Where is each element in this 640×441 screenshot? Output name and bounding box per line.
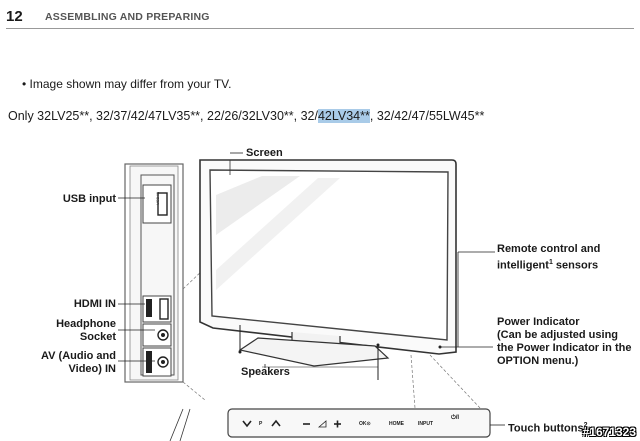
program-label: P [259, 421, 263, 427]
channel-up-icon [271, 419, 281, 427]
remote-sensor-footnote: 1 [548, 259, 553, 266]
header-divider [6, 28, 634, 29]
headphone-label-line-2: Socket [79, 331, 116, 343]
headphone-label-line-1: Headphone [56, 318, 116, 330]
power-button[interactable]: ⏻/I [451, 415, 460, 421]
model-list: Only 32LV25**, 32/37/42/47LV35**, 22/26/… [8, 109, 484, 123]
screen-label: Screen [246, 147, 283, 159]
volume-icon [317, 420, 327, 428]
model-list-part-1: Only 32LV25**, 32/37/42/47LV35**, 22/26/… [8, 109, 318, 123]
side-panel-frame [124, 163, 184, 383]
ok-button[interactable]: OK⊙ [359, 421, 371, 427]
usb-port-text: USB IN [155, 192, 160, 205]
remote-sensor-intelligent: intelligent [497, 259, 549, 272]
power-indicator-label-line-2: (Can be adjusted using [497, 329, 619, 341]
touch-button-panel [227, 408, 491, 438]
hdmi-in-label: HDMI IN [73, 298, 116, 310]
tv-stand-base [238, 337, 390, 367]
speakers-label: Speakers [241, 366, 290, 378]
tv-screen [209, 169, 449, 341]
remote-sensor-label-line-2: intelligent1 sensors [497, 256, 598, 273]
touch-buttons-label: Touch buttons2 [508, 419, 587, 436]
model-list-part-2: , 32/42/47/55LW45** [369, 109, 485, 123]
section-title: ASSEMBLING AND PREPARING [45, 11, 210, 23]
page-number: 12 [6, 8, 23, 25]
hdmi-port-icon [159, 298, 169, 320]
av-port-label-block [146, 351, 152, 373]
remote-sensor-sensors: sensors [552, 259, 599, 272]
av-label-line-2: Video) IN [68, 363, 116, 375]
channel-down-icon [242, 420, 252, 428]
power-indicator-label-line-4: OPTION menu.) [497, 355, 579, 367]
power-indicator-label-line-3: the Power Indicator in the [497, 342, 632, 354]
hdmi-port-label-block [146, 299, 152, 317]
usb-port-icon [157, 192, 168, 216]
touch-buttons-text: Touch buttons [508, 422, 584, 435]
usb-input-label: USB input [62, 193, 116, 205]
bullet-note: • Image shown may differ from your TV. [22, 77, 232, 91]
watermark: #1671323 [582, 425, 636, 439]
touch-buttons-footnote: 2 [583, 422, 588, 429]
input-button[interactable]: INPUT [418, 421, 433, 427]
av-label-line-1: AV (Audio and [41, 350, 116, 362]
model-list-highlight: 42LV34** [317, 109, 370, 123]
home-button[interactable]: HOME [389, 421, 404, 427]
remote-sensor-label-line-1: Remote control and [497, 243, 601, 255]
power-indicator-label-line-1: Power Indicator [497, 316, 580, 328]
